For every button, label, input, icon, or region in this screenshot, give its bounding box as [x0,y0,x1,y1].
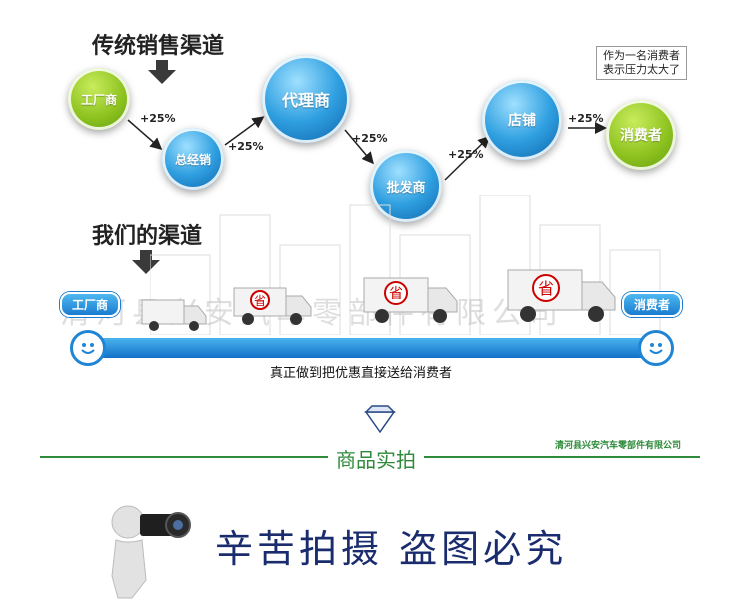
arrow-general-agent [224,116,265,146]
truck-icon: 省 [233,287,312,325]
markup-label: +25% [448,148,484,161]
node-factory: 工厂商 [68,68,130,130]
node-agent: 代理商 [262,55,350,143]
diamond-logo-icon [364,405,396,434]
channel-caption: 真正做到把优惠直接送给消费者 [270,366,453,381]
note-line: 表示压力太大了 [603,63,680,76]
arrow-agent-wholesaler [344,129,374,165]
smiley-icon [70,330,106,366]
down-arrow-icon [132,250,160,274]
node-general-distributor: 总经销 [162,128,224,190]
truck-badge: 省 [538,279,554,298]
flow-connectors [127,116,607,181]
traditional-channel-title: 传统销售渠道 [92,34,225,59]
node-wholesaler: 批发商 [370,150,442,222]
truck-badge: 省 [389,286,403,302]
down-arrow-icon [148,60,176,84]
markup-label: +25% [140,112,176,125]
arrow-wholesaler-store [444,135,491,181]
factory-tag: 工厂商 [60,292,121,317]
truck-icon [141,299,207,331]
photographer-figure-icon [111,505,191,599]
node-consumer: 消费者 [606,100,676,170]
markup-label: +25% [352,132,388,145]
gallery-title: 商品实拍 [328,444,424,473]
direct-channel-bar [80,338,660,358]
company-name: 清河县兴安汽车零部件有限公司 [555,441,682,451]
truck-badge: 省 [254,294,266,308]
smiley-icon [638,330,674,366]
our-channel-title: 我们的渠道 [92,224,203,249]
truck-icon: 省 [363,277,458,323]
arrow-factory-general [127,119,163,150]
truck-icon: 省 [507,269,616,322]
node-store: 店铺 [482,80,562,160]
note-line: 作为一名消费者 [603,49,680,62]
markup-label: +25% [568,112,604,125]
consumer-tag: 消费者 [622,292,683,317]
slogan: 辛苦拍摄 盗图必究 [215,527,568,571]
consumer-note: 作为一名消费者 表示压力太大了 [596,46,687,80]
markup-label: +25% [228,140,264,153]
